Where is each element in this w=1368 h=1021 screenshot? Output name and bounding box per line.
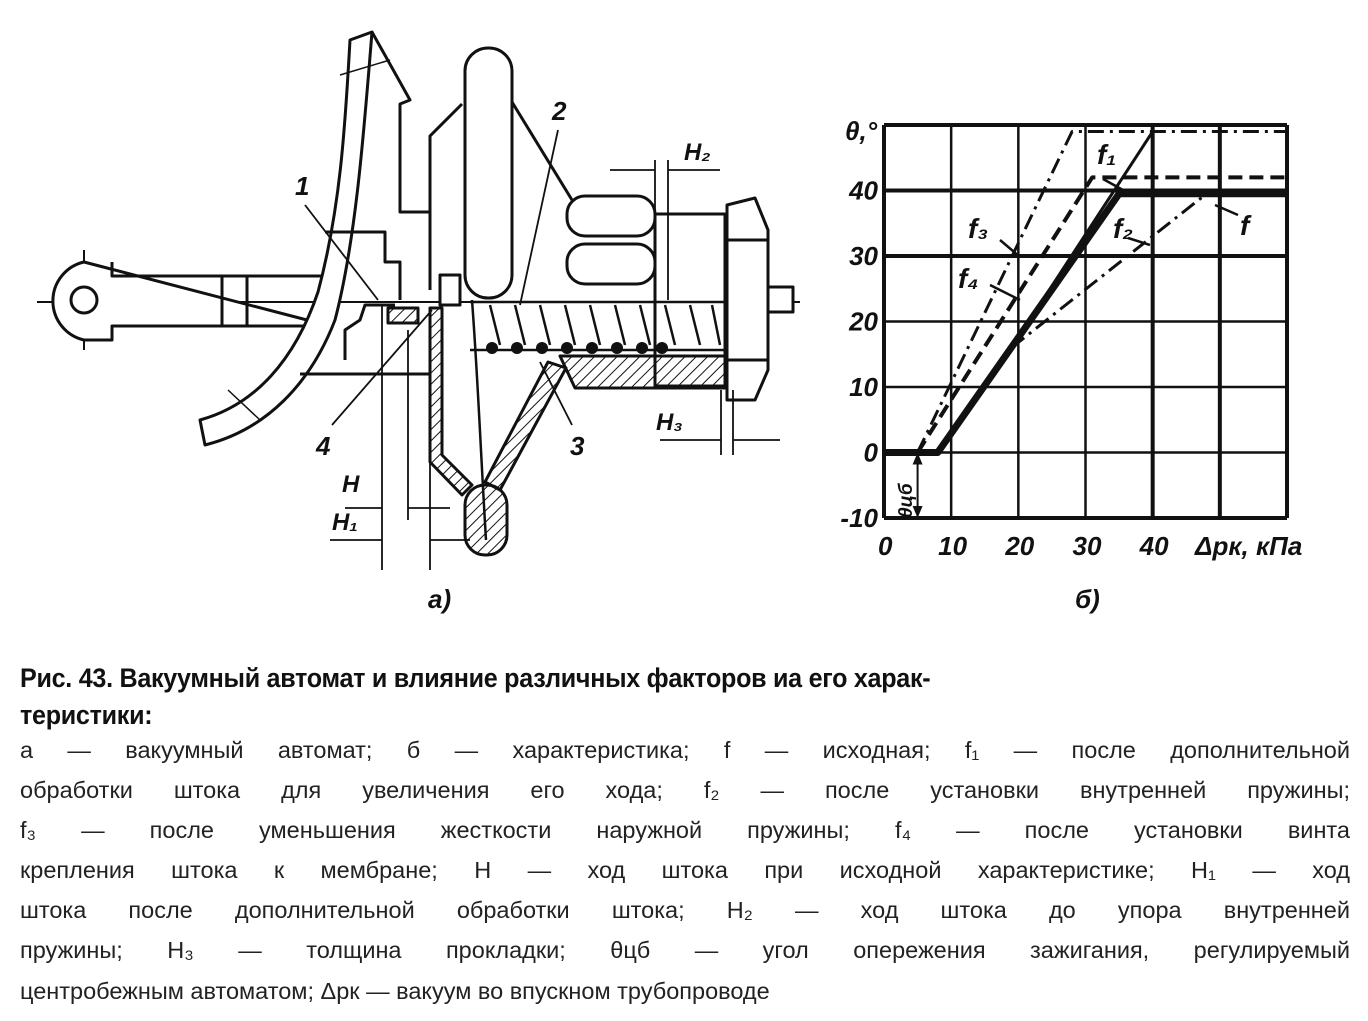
y-axis-label: θ,° — [845, 116, 878, 146]
caption-line: а — вакуумный автомат; б — характеристик… — [20, 737, 1350, 763]
dim-label-h: H — [342, 471, 360, 498]
series-line-f₁ — [1010, 130, 1154, 349]
dim-label-h2: H₂ — [684, 139, 710, 166]
figure-caption-title-cont: теристики: — [20, 700, 153, 730]
part-label-1: 1 — [295, 171, 309, 201]
series-line-f₄ — [915, 175, 1287, 454]
part-label-3: 3 — [570, 431, 585, 461]
panel-label-b: б) — [1075, 584, 1100, 614]
y-tick-label: -10 — [840, 503, 878, 533]
arrowhead-icon — [912, 506, 923, 518]
caption-line: центробежным автоматом; Δpк — вакуум во … — [20, 978, 770, 1004]
dimension-lines — [304, 129, 780, 570]
dim-label-h3: H₃ — [656, 409, 683, 436]
caption-line: крепления штока к мембране; H — ход шток… — [20, 857, 1350, 883]
panel-label-a: а) — [428, 584, 451, 614]
caption-line: штока после дополнительной обработки што… — [20, 897, 1350, 923]
caption-line: пружины; H₃ — толщина прокладки; θцб — у… — [20, 937, 1350, 963]
part-label-4: 4 — [315, 431, 331, 461]
series-label-f4: f₄ — [958, 263, 979, 294]
spring-coils — [486, 342, 668, 354]
x-tick-label: 0 — [878, 531, 893, 561]
series-label-f3: f₃ — [968, 213, 988, 244]
figure-caption-title: Рис. 43. Вакуумный автомат и влияние раз… — [20, 663, 931, 693]
x-tick-label: 30 — [1073, 531, 1102, 561]
series-label-f: f — [1240, 210, 1252, 241]
label-leader-line — [999, 239, 1021, 258]
breaker-plate — [198, 30, 430, 447]
y-tick-label: 0 — [864, 438, 879, 468]
label-leader-line — [1127, 236, 1151, 247]
series-line-f₂ — [1010, 192, 1208, 349]
y-tick-label: 10 — [849, 372, 878, 402]
dim-label-h1: H₁ — [332, 509, 358, 536]
hatched-body-section — [558, 354, 727, 390]
label-leader-line — [989, 283, 1021, 302]
part-label-2: 2 — [551, 96, 567, 126]
caption-line: обработки штока для увеличения его хода;… — [20, 777, 1350, 803]
y-tick-label: 30 — [849, 241, 878, 271]
series-label-f1: f₁ — [1097, 139, 1116, 170]
series-line-f₃ — [916, 130, 1287, 454]
y-tick-label: 20 — [848, 307, 878, 337]
x-tick-label: 40 — [1139, 531, 1169, 561]
arrowhead-icon — [912, 452, 923, 465]
theta-cb-label: θцб — [896, 482, 917, 518]
label-leader-line — [1214, 203, 1239, 217]
vacuum-advance-drawing: 1 2 3 4 H H₁ H₂ H₃ а) — [37, 30, 800, 614]
rod-with-eye — [51, 260, 332, 342]
label-leader-line — [1102, 177, 1124, 192]
caption-line: f₃ — после уменьшения жесткости наружной… — [20, 817, 1350, 843]
chart-grid — [882, 123, 1289, 520]
x-tick-label: 20 — [1004, 531, 1034, 561]
x-axis-label: Δpк, кПа — [1194, 531, 1302, 561]
series-label-f2: f₂ — [1113, 213, 1133, 244]
x-tick-label: 10 — [938, 531, 967, 561]
y-tick-label: 40 — [848, 176, 878, 206]
